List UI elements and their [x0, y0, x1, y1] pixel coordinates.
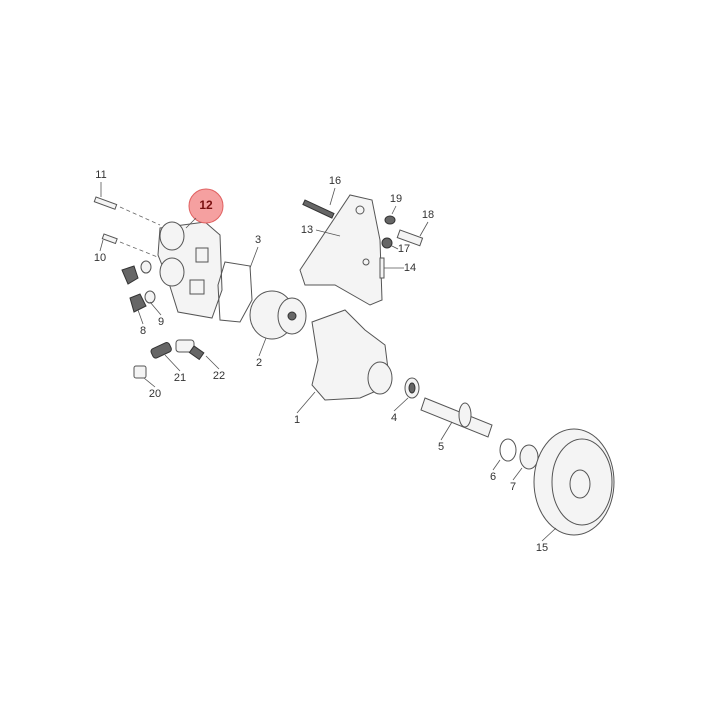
- gasket-3[interactable]: [217, 261, 253, 323]
- pump-cover-12[interactable]: [157, 221, 223, 319]
- bearing-4[interactable]: [404, 377, 420, 399]
- bolt-11[interactable]: [93, 196, 161, 226]
- leader-lines: [99, 182, 557, 542]
- plug-20[interactable]: [133, 365, 147, 379]
- pump-housing-1[interactable]: [311, 309, 393, 401]
- callout-6[interactable]: 6: [490, 471, 496, 483]
- elbow-fitting-22[interactable]: [175, 339, 205, 361]
- callout-4[interactable]: 4: [391, 412, 397, 424]
- callout-20[interactable]: 20: [149, 388, 161, 400]
- bracket-13[interactable]: [299, 194, 383, 306]
- callout-7[interactable]: 7: [510, 481, 516, 493]
- stud-16[interactable]: [302, 199, 335, 219]
- pulley-15[interactable]: [533, 428, 615, 536]
- bolt-10[interactable]: [101, 233, 161, 259]
- callout-11[interactable]: 11: [95, 169, 106, 181]
- washer-19[interactable]: [384, 215, 396, 225]
- callout-2[interactable]: 2: [256, 357, 262, 369]
- highlight-circle: [188, 188, 224, 224]
- callout-21[interactable]: 21: [174, 372, 186, 384]
- callout-14[interactable]: 14: [404, 262, 416, 274]
- shaft-5[interactable]: [420, 397, 493, 438]
- callout-17[interactable]: 17: [398, 243, 410, 255]
- fitting-21[interactable]: [150, 342, 172, 360]
- callout-18[interactable]: 18: [422, 209, 434, 221]
- callout-15[interactable]: 15: [536, 542, 548, 554]
- o-ring-9[interactable]: [140, 260, 156, 304]
- seal-7[interactable]: [519, 444, 539, 470]
- snap-ring-6[interactable]: [499, 438, 517, 462]
- callout-19[interactable]: 19: [390, 193, 402, 205]
- impeller-2[interactable]: [249, 290, 307, 340]
- callout-12[interactable]: 12: [199, 198, 213, 212]
- callout-13[interactable]: 13: [301, 224, 313, 236]
- callout-10[interactable]: 10: [94, 252, 106, 264]
- callout-16[interactable]: 16: [329, 175, 341, 187]
- callout-1[interactable]: 1: [294, 414, 300, 426]
- fitting-8[interactable]: [121, 265, 147, 313]
- callout-3[interactable]: 3: [255, 234, 261, 246]
- callout-8[interactable]: 8: [140, 325, 146, 337]
- callout-9[interactable]: 9: [158, 316, 164, 328]
- bolt-14[interactable]: [379, 257, 385, 279]
- callout-5[interactable]: 5: [438, 441, 444, 453]
- nut-17[interactable]: [381, 237, 393, 249]
- bolt-18[interactable]: [396, 229, 424, 247]
- callout-22[interactable]: 22: [213, 370, 225, 382]
